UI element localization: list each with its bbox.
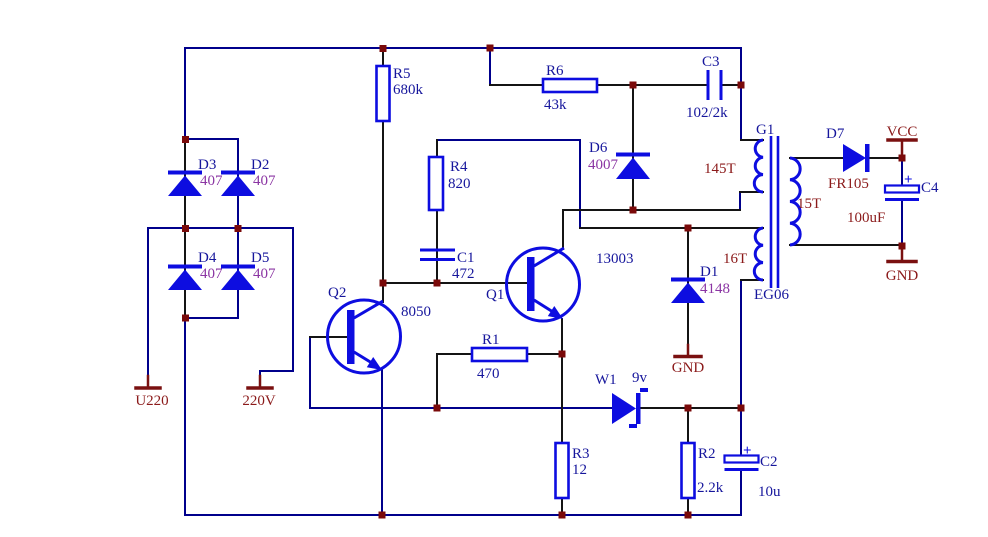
r2-ref-label: R2 xyxy=(698,446,716,462)
r1-ref-label: R1 xyxy=(482,332,500,348)
c4-value-label: 100uF xyxy=(847,210,885,226)
q1-ref-label: Q1 xyxy=(486,287,504,303)
vcc-label: VCC xyxy=(887,124,918,140)
diode-d6 xyxy=(616,152,650,179)
secondary-winding-15t xyxy=(789,156,802,247)
r5-ref-label: R5 xyxy=(393,66,411,82)
d1-value-label: 4148 xyxy=(700,281,730,297)
transistor-q2 xyxy=(326,298,402,375)
c2-ref-label: C2 xyxy=(760,454,778,470)
c2-value-label: 10u xyxy=(758,484,781,500)
d6-ref-label: D6 xyxy=(589,140,608,156)
c3-ref-label: C3 xyxy=(702,54,720,70)
r4-value-label: 820 xyxy=(448,176,471,192)
capacitor-c1 xyxy=(420,248,455,261)
r6-ref-label: R6 xyxy=(546,63,564,79)
bridge-diode-d4 xyxy=(168,264,202,290)
secondary-turns-label: 15T xyxy=(797,196,821,212)
diode-d1 xyxy=(671,277,705,303)
w1-ref-label: W1 xyxy=(595,372,617,388)
r3-value-label: 12 xyxy=(572,462,587,478)
zener-w1 xyxy=(612,388,648,428)
q2-value-label: 8050 xyxy=(401,304,431,320)
d2-ref-label: D2 xyxy=(251,157,269,173)
transformer-ref-label: G1 xyxy=(756,122,774,138)
q2-ref-label: Q2 xyxy=(328,285,346,301)
primary-turns-label: 145T xyxy=(704,161,736,177)
c2-plus-sign: + xyxy=(743,443,752,459)
d2-value-label: 407 xyxy=(253,173,276,189)
c3-value-label: 102/2k xyxy=(686,105,728,121)
transformer-model-label: EG06 xyxy=(754,287,789,303)
d5-ref-label: D5 xyxy=(251,250,269,266)
resistor-r5 xyxy=(375,64,391,123)
r5-value-label: 680k xyxy=(393,82,424,98)
gnd-d1-label: GND xyxy=(672,360,705,376)
junction-dots xyxy=(182,44,906,519)
d3-ref-label: D3 xyxy=(198,157,216,173)
w1-value-label: 9v xyxy=(632,370,648,386)
c4-ref-label: C4 xyxy=(921,180,939,196)
primary-winding-145t xyxy=(752,138,764,194)
labels: D3 407 D2 407 D4 407 D5 407 R5 680k R6 4… xyxy=(135,54,939,500)
bridge-diode-d2 xyxy=(221,170,255,196)
resistor-r4 xyxy=(427,155,445,212)
r2-value-label: 2.2k xyxy=(697,480,724,496)
d1-ref-label: D1 xyxy=(700,264,718,280)
gnd-output-label: GND xyxy=(886,268,919,284)
resistor-r1 xyxy=(470,346,529,363)
resistor-r2 xyxy=(680,441,696,500)
r3-ref-label: R3 xyxy=(572,446,590,462)
d4-value-label: 407 xyxy=(200,266,223,282)
transformer-g1 xyxy=(752,136,802,288)
diode-d7 xyxy=(843,144,870,172)
transistor-q1 xyxy=(505,246,581,323)
d3-value-label: 407 xyxy=(200,173,223,189)
terminal-u220 xyxy=(134,374,162,390)
c1-value-label: 472 xyxy=(452,266,475,282)
c1-ref-label: C1 xyxy=(457,250,475,266)
bridge-diode-d3 xyxy=(168,170,202,196)
resistor-r3 xyxy=(554,441,570,500)
r6-value-label: 43k xyxy=(544,97,567,113)
terminal-220v xyxy=(246,374,274,390)
input-u220-label: U220 xyxy=(135,393,168,409)
d7-value-label: FR105 xyxy=(828,176,869,192)
bridge-diode-d5 xyxy=(221,264,255,290)
gnd-symbol-d1 xyxy=(673,343,703,359)
feedback-turns-label: 16T xyxy=(723,251,747,267)
d5-value-label: 407 xyxy=(253,266,276,282)
feedback-winding-16t xyxy=(752,226,764,282)
input-220v-label: 220V xyxy=(242,393,276,409)
d7-ref-label: D7 xyxy=(826,126,845,142)
capacitor-c2-electrolytic xyxy=(723,454,760,471)
r1-value-label: 470 xyxy=(477,366,500,382)
resistor-r6 xyxy=(541,77,599,94)
q1-value-label: 13003 xyxy=(596,251,634,267)
c4-plus-sign: + xyxy=(904,172,913,188)
d4-ref-label: D4 xyxy=(198,250,217,266)
r4-ref-label: R4 xyxy=(450,159,468,175)
d6-value-label: 4007 xyxy=(588,157,619,173)
capacitor-c4-electrolytic xyxy=(883,184,921,201)
capacitor-c3 xyxy=(706,70,723,100)
transformer-core xyxy=(769,136,780,288)
